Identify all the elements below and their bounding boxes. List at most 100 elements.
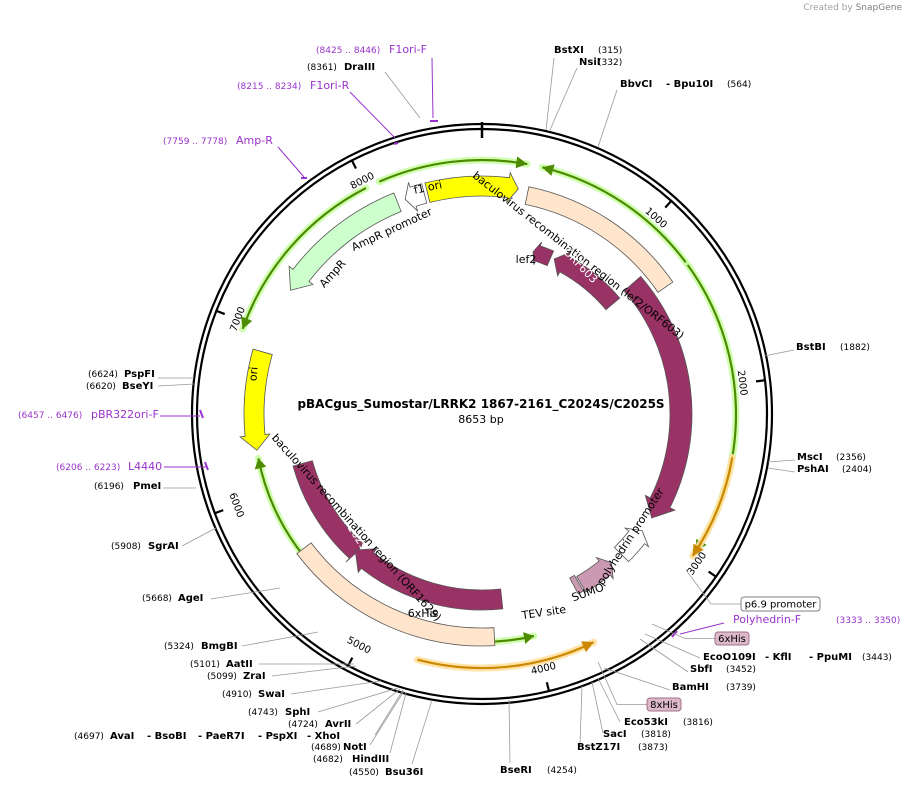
site-hindiii-position: (4682): [313, 755, 343, 765]
site-swai-position: (4910): [222, 690, 252, 700]
f1ori-direction-arc-head: [515, 156, 528, 169]
primer-polyhedrin-f-name[interactable]: Polyhedrin-F: [733, 613, 801, 626]
site-xhoi-name[interactable]: - XhoI: [307, 731, 340, 742]
site-msci-position: (2356): [836, 453, 866, 463]
site-draiii-name[interactable]: DraIII: [344, 62, 375, 73]
site-pspxi-name[interactable]: - PspXI: [258, 731, 297, 742]
site-sgrai-name[interactable]: SgrAI: [148, 541, 179, 552]
site-nsii-name[interactable]: NsiI: [579, 57, 600, 68]
lef2-region-arc-a-head: [542, 164, 555, 176]
primer-pbr322ori-f-name[interactable]: pBR322ori-F: [91, 408, 159, 421]
site-bseri-position: (4254): [547, 766, 577, 776]
tev-site-feature[interactable]: [569, 574, 584, 595]
callout-leader-line: [685, 569, 741, 605]
plasmid-length: 8653 bp: [458, 413, 503, 426]
ori-label: ori: [246, 366, 260, 381]
ori-feature[interactable]: [239, 348, 273, 451]
site-aatii-name[interactable]: AatII: [226, 659, 253, 670]
callout-box[interactable]: [646, 697, 682, 712]
site-avrii-name[interactable]: AvrII: [325, 719, 351, 730]
ampr-feature[interactable]: [288, 192, 402, 291]
primer-amp-r-name[interactable]: Amp-R: [236, 134, 273, 147]
site-bstxi-position: (315): [598, 46, 622, 56]
callout-box[interactable]: [740, 596, 821, 612]
site-bpu10i-position: (564): [727, 80, 751, 90]
site-bamhi-name[interactable]: BamHI: [672, 682, 709, 693]
site-leader-line: [317, 687, 399, 713]
polyhedrin-promoter-label: polyhedrin promoter: [594, 485, 667, 587]
site-zrai-position: (5099): [207, 672, 237, 682]
site-leader-line: [374, 689, 404, 736]
site-bstz17i-name[interactable]: BstZ17I: [577, 742, 620, 753]
site-noti-position: (4689): [311, 743, 341, 753]
orf1629-feature-body[interactable]: [292, 460, 367, 563]
ampr-promoter-feature[interactable]: [404, 182, 428, 213]
site-leader-line: [411, 699, 433, 765]
site-sphi-name[interactable]: SphI: [285, 707, 310, 718]
polyhedrin-promoter-feature[interactable]: [613, 527, 650, 563]
site-bseyi-name[interactable]: BseYI: [122, 381, 153, 392]
site-ecoo109i-name[interactable]: EcoO109I: [703, 652, 756, 663]
reverse-arc-gus-glow: [689, 454, 736, 560]
lef2-feature[interactable]: [532, 241, 555, 267]
site-avai-position: (4697): [74, 732, 104, 742]
site-pshai-name[interactable]: PshAI: [797, 464, 829, 475]
primer-f1ori-r-name[interactable]: F1ori-R: [310, 79, 350, 92]
direction-arcs: [239, 156, 740, 672]
site-swai-name[interactable]: SwaI: [258, 689, 285, 700]
site-bbvci-name[interactable]: BbvCI: [620, 79, 652, 90]
site-bmgbi-position: (5324): [164, 642, 194, 652]
site-bmgbi-name[interactable]: BmgBI: [201, 641, 238, 652]
f1ori-direction-arc: [378, 158, 528, 183]
callout-box[interactable]: [714, 631, 750, 646]
primer-leader-line: [349, 91, 396, 139]
site-zrai-name[interactable]: ZraI: [243, 671, 266, 682]
site-kfli-name[interactable]: - KflI: [765, 652, 792, 663]
site-noti-name[interactable]: NotI: [343, 742, 367, 753]
site-bpu10i-name[interactable]: - Bpu10I: [666, 79, 713, 90]
f1-ori-label: f1 ori: [413, 178, 444, 197]
reverse-arc-sumo: [417, 641, 595, 670]
callout-p6-9-promoter-label: p6.9 promoter: [745, 600, 818, 611]
site-eco53ki-name[interactable]: Eco53kI: [624, 717, 668, 728]
site-sphi-position: (4743): [248, 708, 278, 718]
gus-feature[interactable]: [623, 275, 693, 519]
site-leader-line: [639, 638, 689, 673]
site-hindiii-name[interactable]: HindIII: [352, 754, 389, 765]
backbone: [190, 122, 774, 706]
site-bsu36i-position: (4550): [349, 768, 379, 778]
tick-mark: [346, 657, 354, 667]
site-bamhi-position: (3739): [726, 683, 756, 693]
recombination-region-lef2-feature[interactable]: [524, 186, 674, 293]
site-bseri-name[interactable]: BseRI: [500, 765, 532, 776]
site-saci-name[interactable]: SacI: [603, 729, 627, 740]
site-leader-line: [644, 633, 701, 659]
f1-ori-feature[interactable]: [424, 171, 519, 204]
recombination-region-orf1629-feature[interactable]: [296, 542, 496, 647]
site-ppumi-name[interactable]: - PpuMI: [809, 652, 852, 663]
site-agei-name[interactable]: AgeI: [178, 593, 203, 604]
tick-mark: [350, 159, 357, 169]
sumo-feature[interactable]: [576, 556, 614, 593]
site-sbfi-name[interactable]: SbfI: [690, 664, 712, 675]
site-pshai-position: (2404): [842, 465, 872, 475]
orf1629-feature[interactable]: [354, 548, 504, 611]
site-sbfi-position: (3452): [726, 665, 756, 675]
site-bstbi-name[interactable]: BstBI: [796, 342, 826, 353]
site-pspfi-name[interactable]: PspFI: [124, 369, 155, 380]
site-leader-line: [545, 57, 555, 131]
plasmid-name: pBACgus_Sumostar/LRRK2 1867-2161_C2024S/…: [297, 397, 664, 412]
primer-polyhedrin-f-range: (3333 .. 3350): [836, 616, 900, 626]
orf603-feature[interactable]: [553, 251, 621, 311]
site-bsu36i-name[interactable]: Bsu36I: [385, 767, 423, 778]
site-bstxi-name[interactable]: BstXI: [554, 45, 584, 56]
primer-l4440-name[interactable]: L4440: [128, 460, 162, 473]
site-bsobi-name[interactable]: - BsoBI: [147, 731, 186, 742]
primer-f1ori-f-name[interactable]: F1ori-F: [389, 43, 427, 56]
site-msci-name[interactable]: MscI: [797, 452, 823, 463]
site-avai-name[interactable]: AvaI: [110, 731, 134, 742]
site-pmei-name[interactable]: PmeI: [133, 481, 161, 492]
site-paer7i-name[interactable]: - PaeR7I: [198, 731, 245, 742]
